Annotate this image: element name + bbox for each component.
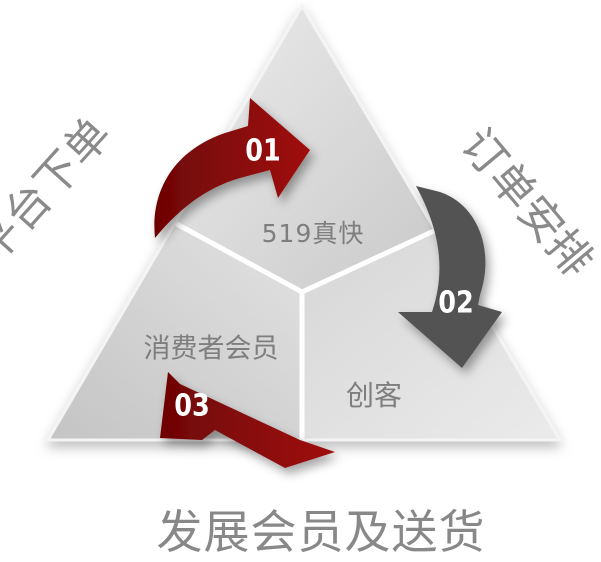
step-number-03: 03 [174,388,210,424]
label-consumer-member: 消费者会员 [143,333,279,365]
arrow-step-03 [160,372,335,468]
label-center-brand: 519真快 [261,219,365,248]
triangle-outline [45,3,563,442]
label-chuangke: 创客 [345,379,403,412]
arrow-step-02 [398,186,502,368]
label-member-delivery: 发展会员及送货 [156,505,486,559]
arrow-step-01 [154,98,310,238]
step-number-02: 02 [438,285,474,321]
step-number-01: 01 [245,133,281,169]
triangle-left-segment [48,223,302,440]
